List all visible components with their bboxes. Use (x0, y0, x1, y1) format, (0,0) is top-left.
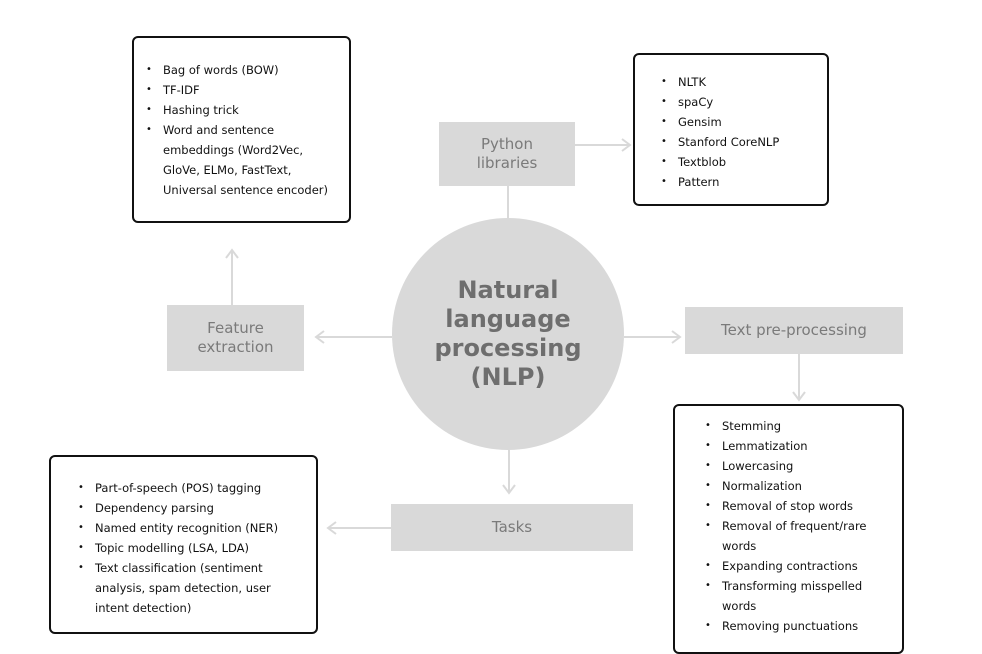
list-item-text: Pattern (678, 175, 719, 189)
node-text-preprocessing: Text pre-processing (685, 307, 903, 354)
bullet-icon: • (78, 518, 84, 538)
center-node: Natural language processing (NLP) (392, 218, 624, 450)
list-item-text: Hashing trick (163, 103, 239, 117)
list-item-text: Lowercasing (722, 459, 793, 473)
list-item-text: Transforming misspelled words (722, 579, 862, 613)
bullet-icon: • (705, 436, 711, 456)
list-item-text: spaCy (678, 95, 713, 109)
list-item-text: Gensim (678, 115, 722, 129)
bullet-icon: • (146, 100, 152, 120)
bullet-icon: • (705, 576, 711, 596)
bullet-icon: • (78, 478, 84, 498)
node-python-libraries: Python libraries (439, 122, 575, 186)
bullet-icon: • (661, 112, 667, 132)
bullet-icon: • (705, 476, 711, 496)
bullet-icon: • (661, 92, 667, 112)
list-item-text: Dependency parsing (95, 501, 214, 515)
bullet-icon: • (146, 60, 152, 80)
list-item: • Dependency parsing (76, 498, 308, 518)
list-item-text: NLTK (678, 75, 706, 89)
bullet-icon: • (661, 72, 667, 92)
list-item: • Bag of words (BOW) (144, 60, 341, 80)
list-item: • Expanding contractions (703, 556, 894, 576)
node-label: Feature extraction (186, 319, 286, 357)
bullet-icon: • (146, 80, 152, 100)
bullet-list: • NLTK • spaCy • Gensim • Stanford CoreNLP • Text… (659, 72, 819, 192)
bullet-icon: • (661, 152, 667, 172)
bullet-icon: • (78, 498, 84, 518)
bullet-icon: • (78, 538, 84, 558)
list-item-text: Stanford CoreNLP (678, 135, 779, 149)
list-item-text: Word and sentence embeddings (Word2Vec, … (163, 123, 328, 197)
bullet-list: • Part-of-speech (POS) tagging • Dependency… (76, 478, 308, 618)
bullet-icon: • (146, 120, 152, 140)
list-item: • Named entity recognition (NER) (76, 518, 308, 538)
node-label: Python libraries (462, 135, 552, 173)
list-item-text: Lemmatization (722, 439, 808, 453)
list-python-libraries: • NLTK • spaCy • Gensim • Stanford CoreNLP • Text… (633, 53, 829, 206)
bullet-list: • Stemming • Lemmatization • Lowercasing • Norm… (703, 416, 894, 636)
list-item-text: Expanding contractions (722, 559, 858, 573)
list-item: • Removal of stop words (703, 496, 894, 516)
list-text-preprocessing: • Stemming • Lemmatization • Lowercasing • Norm… (673, 404, 904, 654)
list-item-text: Topic modelling (LSA, LDA) (95, 541, 249, 555)
list-item-text: Textblob (678, 155, 726, 169)
list-item: • Removing punctuations (703, 616, 894, 636)
list-item: • Removal of frequent/rare words (703, 516, 894, 556)
list-item: • Pattern (659, 172, 819, 192)
list-item-text: Removal of frequent/rare words (722, 519, 867, 553)
list-item-text: Bag of words (BOW) (163, 63, 279, 77)
list-item-text: TF-IDF (163, 83, 200, 97)
list-tasks: • Part-of-speech (POS) tagging • Dependency… (49, 455, 318, 634)
list-item: • Gensim (659, 112, 819, 132)
node-label: Text pre-processing (721, 321, 867, 340)
list-feature-extraction: • Bag of words (BOW) • TF-IDF • Hashing trick… (132, 36, 351, 223)
list-item: • Word and sentence embeddings (Word2Vec,… (144, 120, 341, 200)
bullet-icon: • (661, 172, 667, 192)
node-feature-extraction: Feature extraction (167, 305, 304, 371)
list-item: • Text classification (sentiment analysis… (76, 558, 308, 618)
bullet-icon: • (705, 456, 711, 476)
list-item: • Part-of-speech (POS) tagging (76, 478, 308, 498)
list-item: • Normalization (703, 476, 894, 496)
list-item-text: Part-of-speech (POS) tagging (95, 481, 261, 495)
list-item: • TF-IDF (144, 80, 341, 100)
list-item-text: Named entity recognition (NER) (95, 521, 278, 535)
bullet-icon: • (705, 516, 711, 536)
list-item: • Textblob (659, 152, 819, 172)
node-label: Tasks (492, 518, 532, 537)
list-item: • Lemmatization (703, 436, 894, 456)
list-item-text: Removing punctuations (722, 619, 858, 633)
center-title: Natural language processing (NLP) (408, 276, 608, 392)
list-item-text: Normalization (722, 479, 802, 493)
list-item: • spaCy (659, 92, 819, 112)
list-item: • Lowercasing (703, 456, 894, 476)
bullet-icon: • (705, 556, 711, 576)
node-tasks: Tasks (391, 504, 633, 551)
list-item: • NLTK (659, 72, 819, 92)
bullet-icon: • (78, 558, 84, 578)
bullet-list: • Bag of words (BOW) • TF-IDF • Hashing trick… (144, 60, 341, 200)
list-item: • Stanford CoreNLP (659, 132, 819, 152)
list-item-text: Text classification (sentiment analysis,… (95, 561, 271, 615)
list-item-text: Stemming (722, 419, 781, 433)
list-item: • Topic modelling (LSA, LDA) (76, 538, 308, 558)
list-item-text: Removal of stop words (722, 499, 853, 513)
list-item: • Stemming (703, 416, 894, 436)
list-item: • Transforming misspelled words (703, 576, 894, 616)
list-item: • Hashing trick (144, 100, 341, 120)
bullet-icon: • (705, 496, 711, 516)
bullet-icon: • (661, 132, 667, 152)
bullet-icon: • (705, 616, 711, 636)
bullet-icon: • (705, 416, 711, 436)
